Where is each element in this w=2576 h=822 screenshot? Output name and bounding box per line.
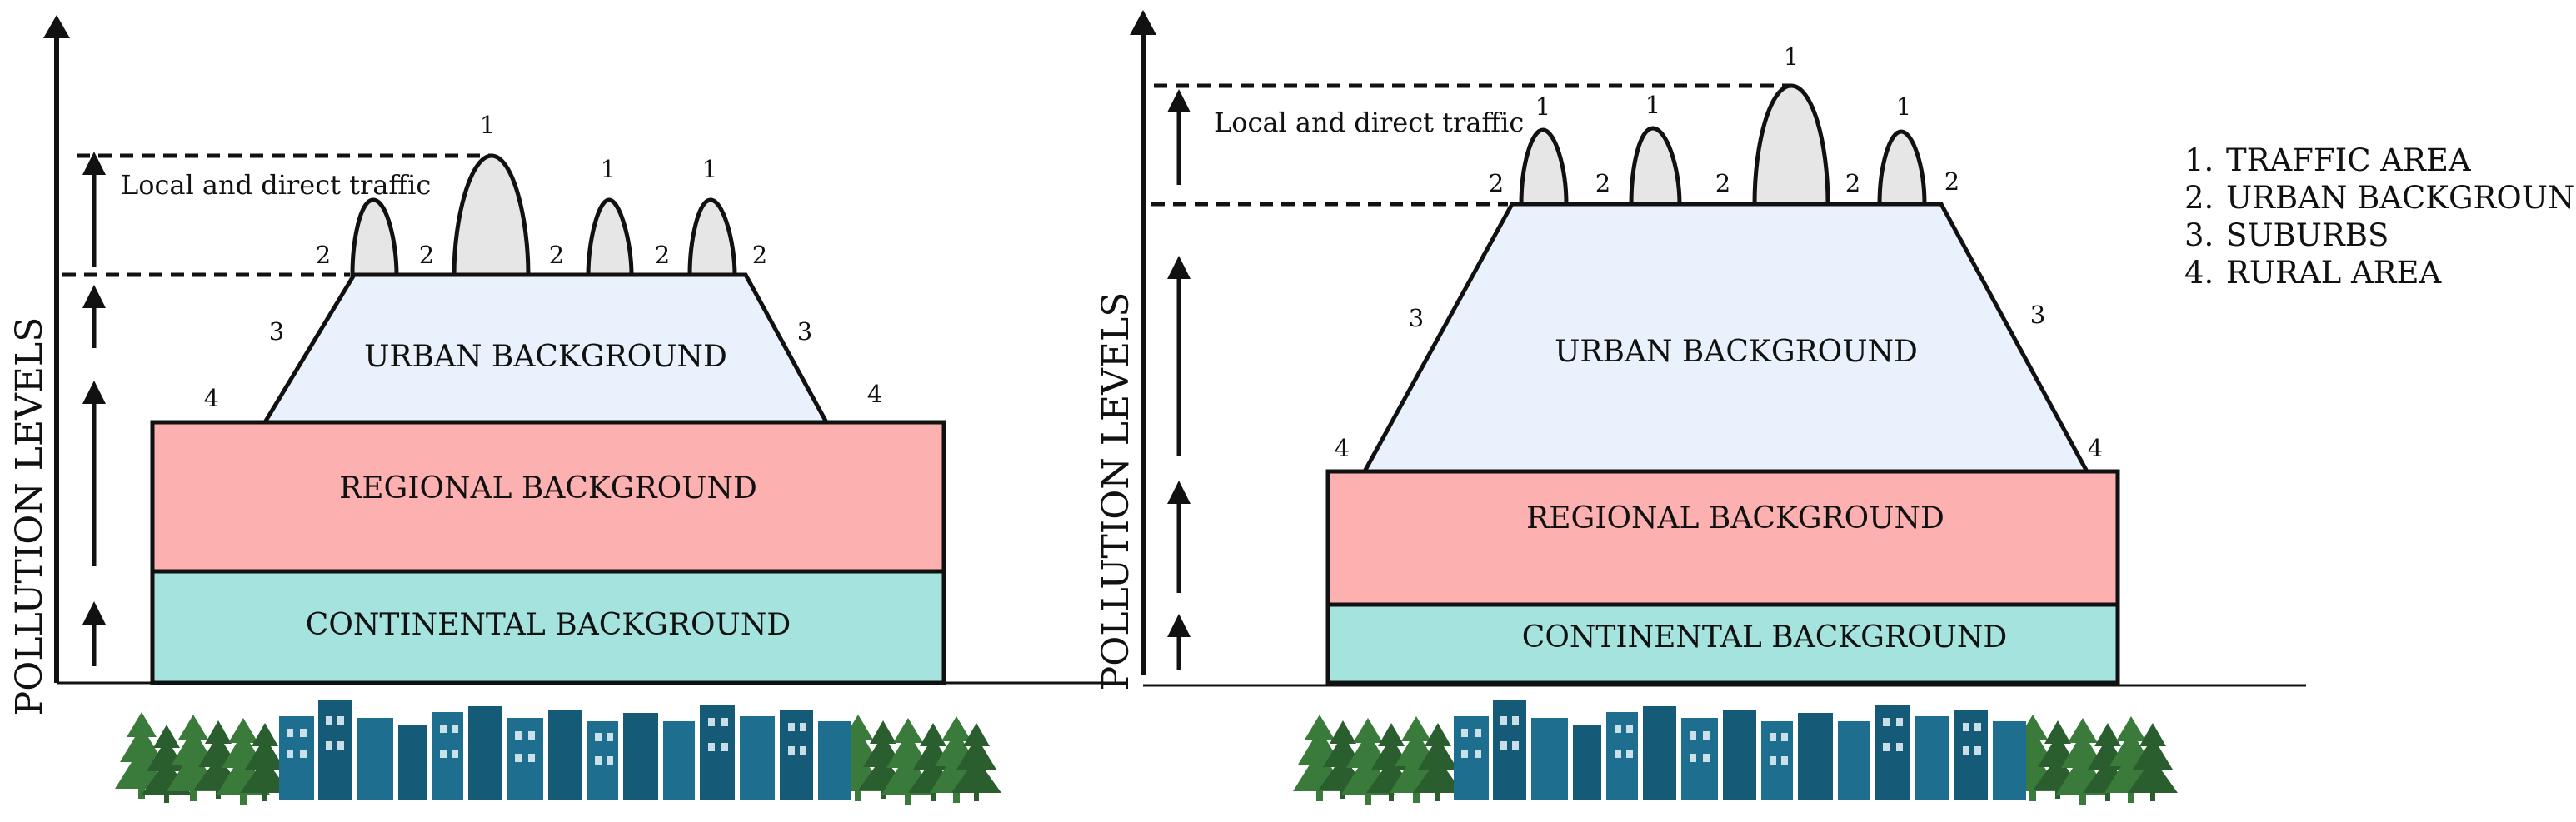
building-windows bbox=[287, 716, 806, 765]
legend-num: 3. bbox=[2184, 217, 2214, 253]
marker-urban-3: 2 bbox=[1715, 169, 1730, 197]
legend-label: URBAN BACKGROUND bbox=[2226, 180, 2576, 216]
peak-b bbox=[1629, 126, 1682, 207]
legend-item: 2. URBAN BACKGROUND bbox=[2184, 180, 2576, 216]
y-axis-label: POLLUTION LEVELS bbox=[8, 317, 51, 716]
legend-item: 1. TRAFFIC AREA bbox=[2184, 142, 2472, 178]
continental-box bbox=[1325, 602, 2120, 685]
marker-rural-right: 4 bbox=[2088, 434, 2103, 462]
building-windows bbox=[1461, 716, 1981, 765]
marker-urban-1: 2 bbox=[316, 241, 331, 269]
traffic-label: Local and direct traffic bbox=[121, 169, 431, 201]
marker-suburb-left: 3 bbox=[269, 317, 284, 346]
peak-right bbox=[687, 197, 737, 277]
arrow-traffic bbox=[1167, 89, 1191, 112]
marker-urban-2: 2 bbox=[419, 241, 434, 269]
marker-peak-a: 1 bbox=[1535, 92, 1550, 121]
marker-urban-4: 2 bbox=[655, 241, 670, 269]
marker-rural-left: 4 bbox=[204, 384, 219, 412]
legend-num: 4. bbox=[2184, 255, 2214, 291]
urban-label: URBAN BACKGROUND bbox=[364, 340, 727, 374]
panel-right: POLLUTION LEVELS Local and direct traffi… bbox=[1095, 10, 2306, 805]
legend-num: 1. bbox=[2184, 142, 2214, 178]
marker-urban-4: 2 bbox=[1845, 169, 1860, 197]
number-markers: 1 1 1 1 2 2 2 2 2 3 3 4 4 bbox=[1335, 42, 2103, 462]
marker-peak-b: 1 bbox=[1645, 91, 1660, 119]
traffic-peaks bbox=[1519, 83, 1927, 207]
regional-label: REGIONAL BACKGROUND bbox=[1526, 501, 1944, 536]
marker-urban-3: 2 bbox=[549, 241, 564, 269]
marker-urban-2: 2 bbox=[1595, 169, 1610, 197]
arrow-urban bbox=[82, 285, 106, 308]
urban-trapezoid bbox=[1360, 202, 2091, 474]
y-axis-label: POLLUTION LEVELS bbox=[1095, 292, 1137, 691]
marker-suburb-right: 3 bbox=[797, 317, 812, 346]
arrow-traffic bbox=[82, 152, 106, 175]
legend-label: TRAFFIC AREA bbox=[2226, 142, 2472, 178]
legend-label: RURAL AREA bbox=[2226, 255, 2443, 291]
peak-tall bbox=[1752, 83, 1830, 207]
marker-urban-5: 2 bbox=[1944, 167, 1959, 196]
legend-label: SUBURBS bbox=[2226, 217, 2389, 253]
continental-label: CONTINENTAL BACKGROUND bbox=[306, 608, 791, 642]
traffic-peaks bbox=[350, 153, 737, 277]
urban-trapezoid bbox=[261, 272, 831, 425]
arrow-continental bbox=[1167, 614, 1191, 637]
marker-rural-right: 4 bbox=[867, 380, 882, 408]
marker-urban-1: 2 bbox=[1489, 169, 1504, 197]
arrow-continental bbox=[82, 601, 106, 625]
urban-label: URBAN BACKGROUND bbox=[1555, 335, 1918, 369]
legend-item: 4. RURAL AREA bbox=[2184, 255, 2443, 291]
marker-peak-tall: 1 bbox=[480, 111, 495, 139]
regional-box bbox=[1325, 469, 2120, 607]
legend-item: 3. SUBURBS bbox=[2184, 217, 2389, 253]
y-axis-arrow bbox=[1130, 10, 1156, 35]
continental-label: CONTINENTAL BACKGROUND bbox=[1522, 620, 2007, 655]
panel-left: POLLUTION LEVELS Local and direct traffi… bbox=[8, 15, 1125, 805]
peak-a bbox=[1519, 127, 1569, 207]
traffic-label: Local and direct traffic bbox=[1214, 107, 1524, 138]
marker-peak-tall: 1 bbox=[1784, 42, 1799, 71]
legend: 1. TRAFFIC AREA 2. URBAN BACKGROUND 3. S… bbox=[2184, 142, 2576, 291]
peak-tall bbox=[452, 153, 531, 277]
building-icon bbox=[1454, 700, 2026, 800]
peak-c bbox=[1877, 129, 1927, 207]
marker-peak-a: 1 bbox=[601, 155, 616, 183]
arrow-regional bbox=[1167, 481, 1191, 504]
y-axis-arrow bbox=[43, 15, 70, 38]
regional-box bbox=[150, 420, 946, 574]
number-markers: 1 1 1 2 2 2 2 2 3 3 4 4 bbox=[204, 111, 882, 412]
marker-suburb-left: 3 bbox=[1409, 304, 1424, 332]
marker-urban-5: 2 bbox=[752, 241, 767, 269]
peak-left bbox=[350, 197, 399, 277]
peak-mid bbox=[586, 197, 634, 277]
building-icon bbox=[279, 700, 851, 800]
marker-rural-left: 4 bbox=[1335, 434, 1350, 462]
regional-label: REGIONAL BACKGROUND bbox=[339, 471, 757, 506]
legend-num: 2. bbox=[2184, 180, 2214, 216]
city-strip-right bbox=[1293, 700, 2178, 805]
arrow-regional bbox=[82, 381, 106, 404]
arrow-urban bbox=[1167, 256, 1191, 279]
city-strip-left bbox=[115, 700, 1001, 805]
marker-peak-b: 1 bbox=[702, 155, 717, 183]
marker-suburb-right: 3 bbox=[2030, 301, 2045, 329]
marker-peak-c: 1 bbox=[1896, 92, 1911, 121]
